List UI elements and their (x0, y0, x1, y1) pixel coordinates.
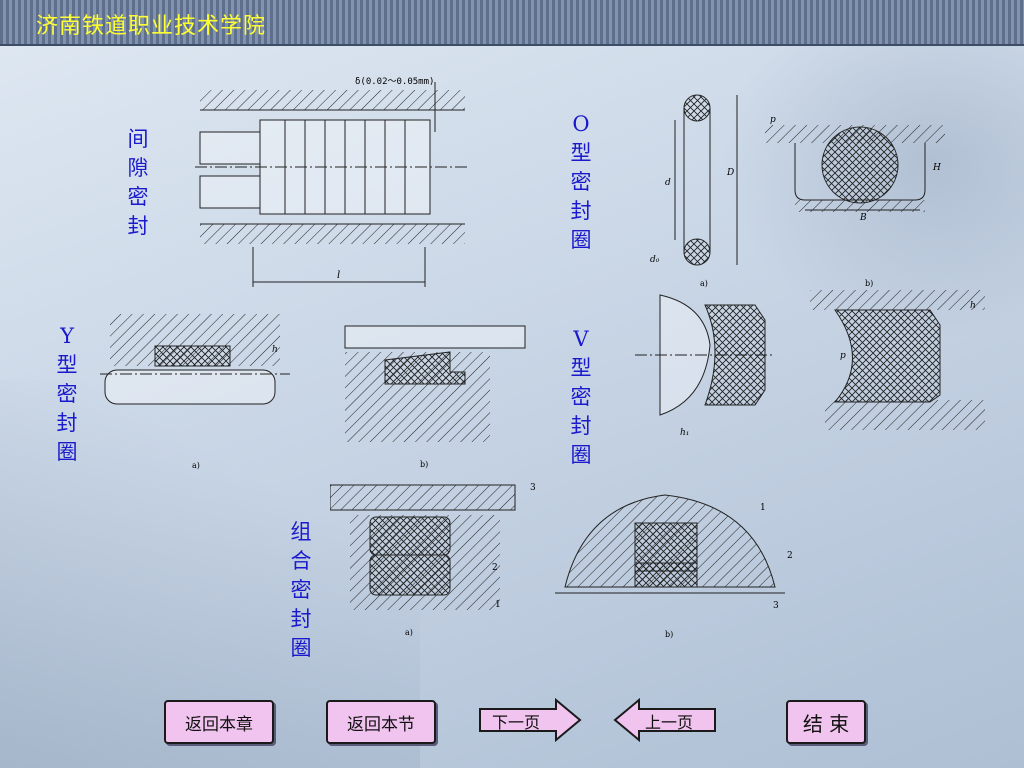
next-page-button[interactable]: 下一页 (478, 697, 582, 743)
right-arrow-icon (479, 697, 582, 743)
back-section-button[interactable]: 返回本节 (326, 700, 436, 744)
v-h1-label: h₁ (680, 428, 689, 438)
label-combo-seal: 组合密封圈 (286, 518, 316, 663)
prev-page-button[interactable]: 上一页 (613, 697, 717, 743)
label-gap-seal-text: 间隙密封 (127, 127, 149, 238)
left-arrow-icon (613, 697, 716, 743)
c-b-2-label: 2 (787, 551, 793, 561)
label-gap-seal: 间隙密封 (123, 125, 153, 241)
c-a-2-label: 2 (492, 563, 498, 573)
gap-l-label: l (337, 270, 340, 281)
back-section-label: 返回本节 (347, 714, 415, 735)
o-B-label: B (859, 213, 867, 223)
v-ring-diagram-a: h₁ (635, 294, 775, 438)
combo-seal-diagram-b: 1 2 3 b) (555, 494, 793, 639)
back-chapter-button[interactable]: 返回本章 (164, 700, 274, 744)
v-p-label: p (840, 351, 846, 361)
school-name: 济南铁道职业技术学院 (36, 14, 267, 39)
c-a-label: a) (405, 628, 413, 637)
combo-seal-diagram-a: 3 2 1 a) (330, 483, 536, 637)
c-b-1-label: 1 (760, 503, 766, 513)
o-a-label: a) (700, 279, 708, 288)
o-d0-label: d₀ (650, 255, 660, 265)
c-a-3-label: 3 (530, 483, 536, 493)
c-b-3-label: 3 (773, 601, 779, 611)
back-chapter-label: 返回本章 (185, 714, 253, 735)
gap-delta-label: δ(0.02～0.05mm) (355, 77, 434, 87)
gap-seal-diagram: δ(0.02～0.05mm) l (195, 77, 470, 287)
next-page-label: 下一页 (492, 713, 541, 732)
title-bar: 济南铁道职业技术学院 (0, 0, 1024, 46)
o-b-label: b) (865, 279, 873, 288)
o-D-label: D (726, 168, 734, 178)
o-H-label: H (932, 163, 941, 173)
label-o-ring-text: O型密封圈 (570, 112, 592, 252)
y-b-label: b) (420, 460, 428, 469)
label-v-ring: V型密封圈 (566, 325, 596, 470)
y-a-label: a) (192, 461, 200, 470)
y-h-label: h (272, 345, 278, 355)
o-ring-diagram-b: p B H b) (765, 115, 945, 288)
o-d-label: d (665, 178, 671, 188)
end-label: 结 束 (802, 711, 850, 736)
label-y-ring-text: Y型密封圈 (56, 324, 78, 464)
y-ring-diagram-b: b) (344, 325, 526, 469)
o-p-label: p (770, 115, 776, 125)
label-y-ring: Y型密封圈 (52, 322, 82, 467)
label-o-ring: O型密封圈 (566, 110, 596, 255)
y-ring-diagram-a: h a) (100, 314, 290, 470)
prev-page-label: 上一页 (645, 713, 694, 732)
label-v-ring-text: V型密封圈 (570, 327, 592, 467)
c-b-label: b) (665, 630, 673, 639)
v-h-label: h (970, 301, 976, 311)
label-combo-seal-text: 组合密封圈 (290, 520, 312, 660)
c-a-1-label: 1 (495, 600, 501, 610)
v-ring-diagram-b: p h (810, 290, 985, 430)
o-ring-diagram-a: d D d₀ a) (650, 94, 738, 288)
end-button[interactable]: 结 束 (786, 700, 866, 744)
